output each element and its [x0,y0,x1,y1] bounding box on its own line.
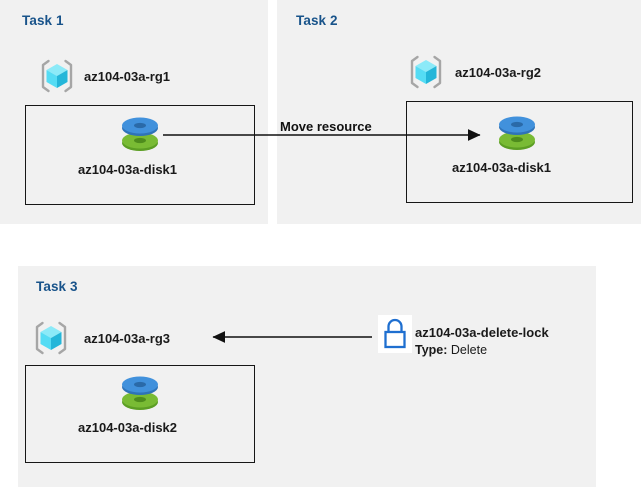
resource-group-cube-icon [407,53,445,91]
resource-group-cube-icon [38,57,76,95]
resource-group-3-label: az104-03a-rg3 [84,331,170,346]
panel-task-2-title: Task 2 [296,13,338,28]
resource-group-1-label: az104-03a-rg1 [84,69,170,84]
lock-name-label: az104-03a-delete-lock [415,325,549,340]
panel-task-1-title: Task 1 [22,13,64,28]
panel-task-3-title: Task 3 [36,279,78,294]
managed-disk-icon [118,372,162,414]
move-resource-label: Move resource [280,119,372,134]
lock-type-value: Delete [450,343,488,357]
resource-group-cube-icon [32,319,70,357]
resource-2-label: az104-03a-disk1 [452,160,552,175]
managed-disk-icon [118,113,162,155]
lock-type-key: Type: [415,343,448,357]
resource-1-label: az104-03a-disk1 [78,162,178,177]
resource-group-2-label: az104-03a-rg2 [455,65,541,80]
lock-type-label: Type: Delete [415,343,487,357]
managed-disk-icon [495,112,539,154]
resource-3-label: az104-03a-disk2 [78,420,178,435]
padlock-icon [378,315,412,353]
